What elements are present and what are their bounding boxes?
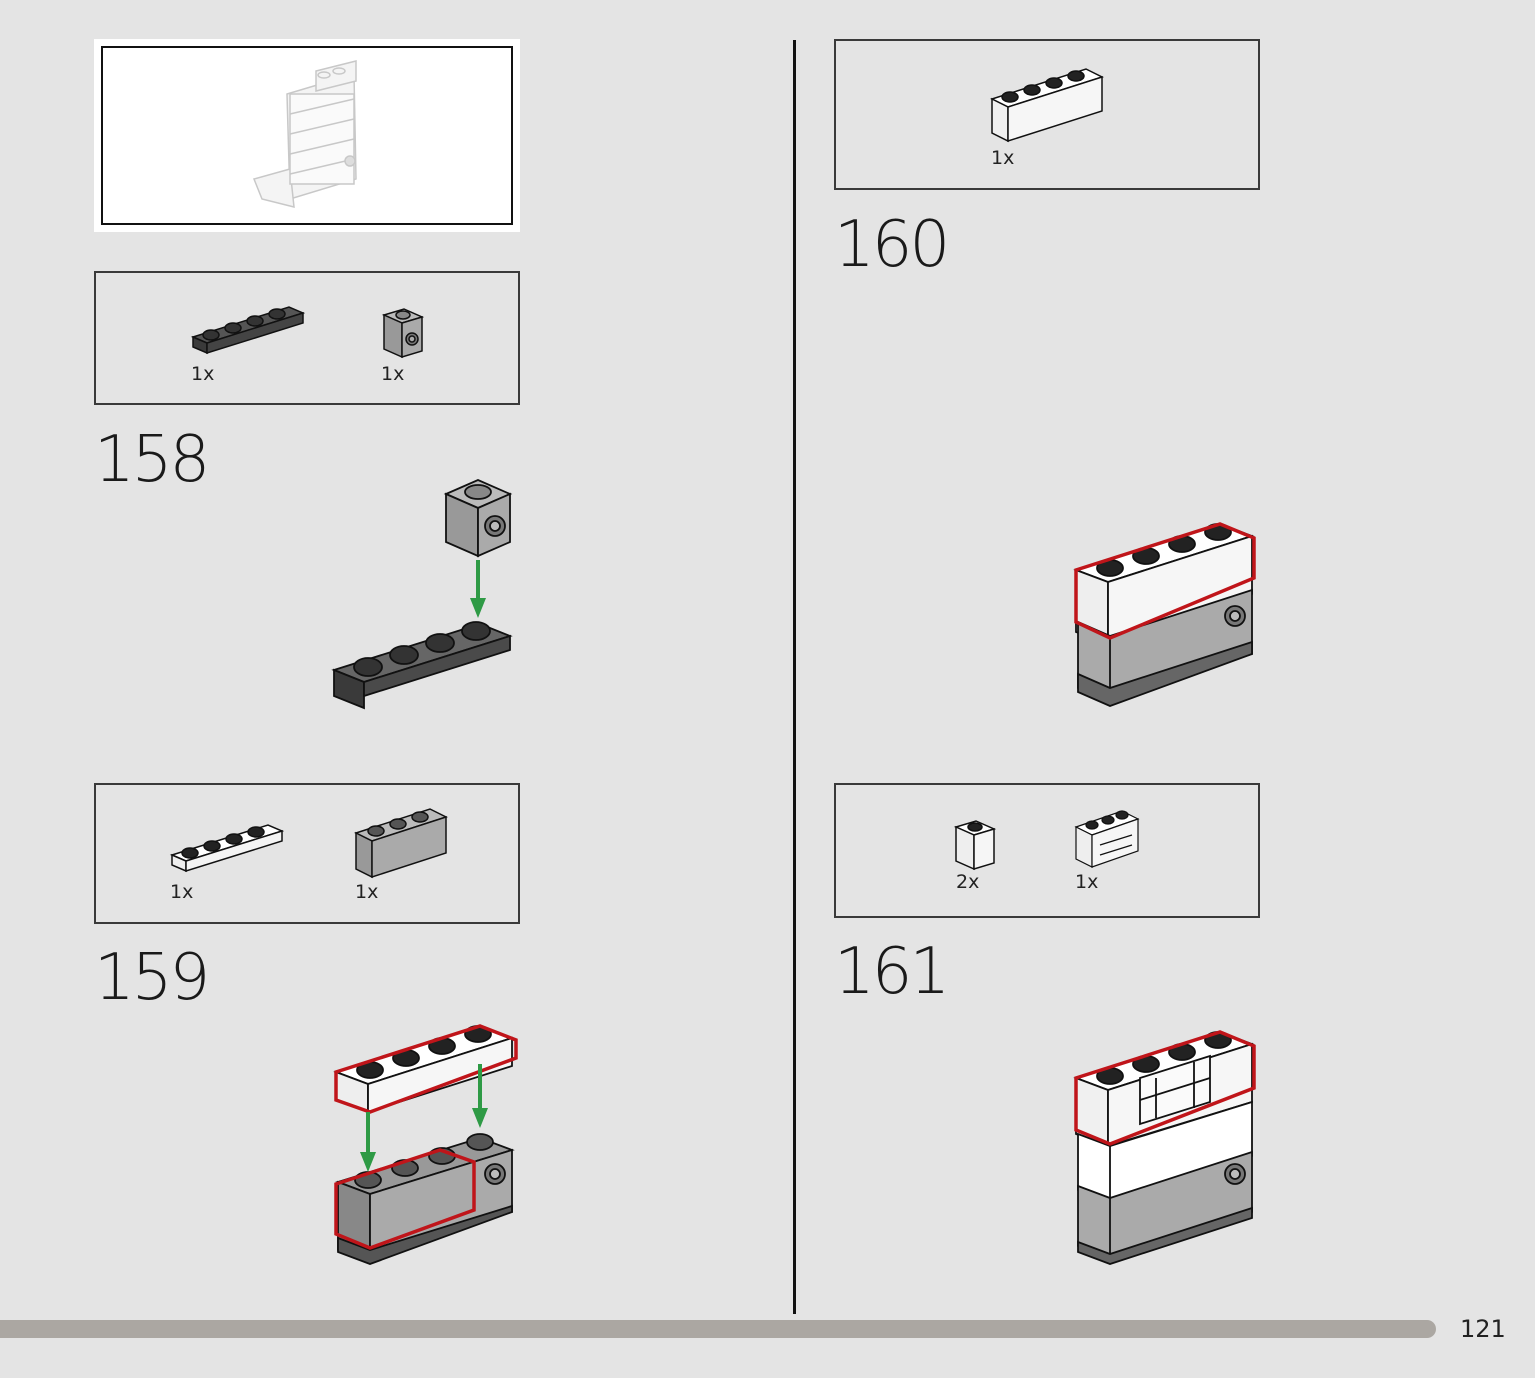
part-qty: 1x (355, 881, 379, 903)
white-brick-1x4-icon (990, 68, 1104, 143)
part-qty: 1x (991, 147, 1015, 169)
sub-assembly-model-icon (252, 60, 357, 208)
step-number: 161 (834, 935, 950, 1009)
part-qty: 1x (381, 363, 405, 385)
part-qty: 1x (170, 881, 194, 903)
parts-box-step-158: 1x 1x (94, 271, 520, 405)
gray-brick-1x3-icon (354, 808, 448, 879)
step-160-model-icon (1073, 522, 1256, 707)
step-159-model-icon (333, 1024, 518, 1265)
sub-assembly-preview (94, 39, 520, 232)
step-number: 158 (94, 423, 210, 497)
page-number: 121 (1460, 1315, 1506, 1343)
parts-box-step-160: 1x (834, 39, 1260, 190)
step-number: 160 (834, 208, 950, 282)
parts-box-step-161: 2x 1x (834, 783, 1260, 918)
part-qty: 1x (1075, 871, 1099, 893)
part-qty: 1x (191, 363, 215, 385)
parts-box-step-159: 1x 1x (94, 783, 520, 924)
part-qty: 2x (956, 871, 980, 893)
dark-gray-plate-1x4-icon (190, 306, 306, 355)
white-brick-1x1-icon (953, 820, 997, 871)
white-plate-1x4-icon (169, 824, 285, 873)
step-161-model-icon (1073, 1030, 1256, 1265)
column-divider (793, 40, 796, 1314)
white-bricks-assembly-icon (1074, 810, 1140, 868)
step-number: 159 (94, 941, 210, 1015)
step-158-model-icon (331, 479, 513, 710)
progress-bar (0, 1320, 1436, 1338)
gray-brick-with-stud-1x1-icon (381, 308, 425, 359)
